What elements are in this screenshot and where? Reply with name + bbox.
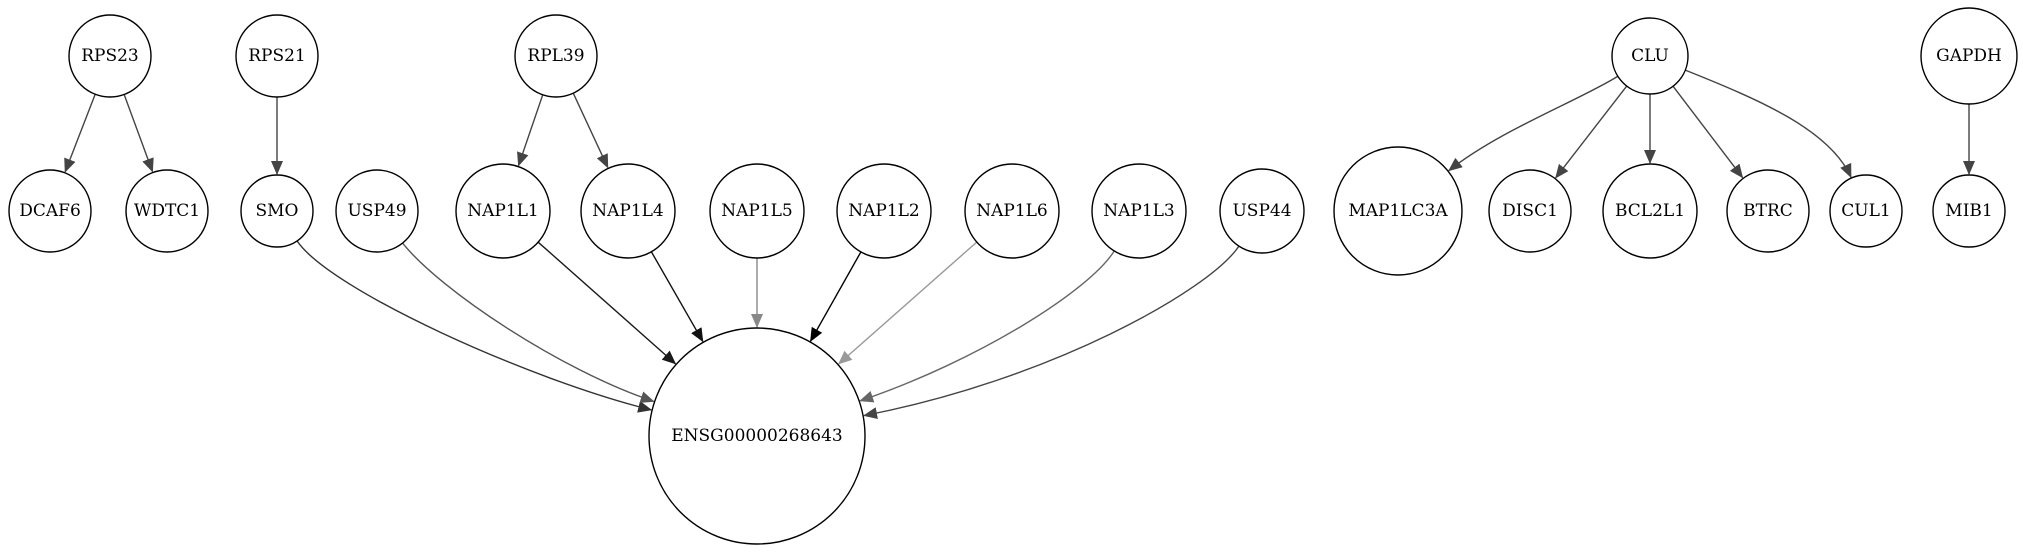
node-label: NAP1L6 bbox=[976, 201, 1048, 221]
edges-layer bbox=[64, 69, 1975, 419]
edge-clu-to-btrc bbox=[1672, 85, 1744, 179]
node-circle bbox=[1602, 163, 1698, 259]
node-nap1l3[interactable]: NAP1L3 bbox=[1091, 163, 1187, 259]
node-rps21[interactable]: RPS21 bbox=[235, 14, 319, 98]
node-dcaf6[interactable]: DCAF6 bbox=[8, 169, 92, 253]
node-circle bbox=[1488, 169, 1572, 253]
node-circle bbox=[1920, 7, 2018, 105]
node-label: USP49 bbox=[347, 201, 406, 221]
node-label: BTRC bbox=[1743, 201, 1793, 221]
node-label: RPL39 bbox=[527, 46, 584, 66]
node-smo[interactable]: SMO bbox=[240, 174, 314, 248]
edge-usp49-to-ensg00000268643 bbox=[402, 242, 655, 403]
edge-nap1l3-to-ensg00000268643 bbox=[859, 250, 1115, 403]
edge-clu-to-cul1 bbox=[1685, 69, 1852, 179]
node-label: WDTC1 bbox=[134, 201, 200, 221]
node-circle bbox=[1726, 169, 1810, 253]
node-label: MIB1 bbox=[1945, 201, 1992, 221]
edge-nap1l6-to-ensg00000268643 bbox=[837, 241, 978, 365]
node-label: ENSG00000268643 bbox=[671, 426, 843, 446]
node-circle bbox=[836, 163, 932, 259]
edge-nap1l4-to-ensg00000268643 bbox=[650, 251, 704, 343]
node-label: NAP1L2 bbox=[848, 201, 920, 221]
node-circle bbox=[1932, 174, 2006, 248]
node-map1lc3a[interactable]: MAP1LC3A bbox=[1333, 146, 1463, 276]
node-circle bbox=[648, 327, 866, 545]
edge-clu-to-disc1 bbox=[1555, 85, 1628, 179]
node-circle bbox=[1091, 163, 1187, 259]
node-label: NAP1L3 bbox=[1103, 201, 1175, 221]
node-label: BCL2L1 bbox=[1615, 201, 1685, 221]
node-circle bbox=[235, 14, 319, 98]
node-rps23[interactable]: RPS23 bbox=[68, 14, 152, 98]
node-circle bbox=[1333, 146, 1463, 276]
node-disc1[interactable]: DISC1 bbox=[1488, 169, 1572, 253]
node-circle bbox=[68, 14, 152, 98]
node-label: NAP1L1 bbox=[467, 201, 539, 221]
node-circle bbox=[125, 169, 209, 253]
node-circle bbox=[709, 163, 805, 259]
edge-clu-to-map1lc3a bbox=[1448, 75, 1619, 172]
node-circle bbox=[8, 169, 92, 253]
node-circle bbox=[455, 163, 551, 259]
node-usp44[interactable]: USP44 bbox=[1219, 168, 1305, 254]
edge-rpl39-to-nap1l1 bbox=[517, 94, 544, 167]
node-clu[interactable]: CLU bbox=[1611, 17, 1689, 95]
node-circle bbox=[964, 163, 1060, 259]
node-label: USP44 bbox=[1232, 201, 1291, 221]
node-nap1l1[interactable]: NAP1L1 bbox=[455, 163, 551, 259]
edge-rps23-to-wdtc1 bbox=[123, 94, 154, 173]
node-nap1l2[interactable]: NAP1L2 bbox=[836, 163, 932, 259]
node-label: CLU bbox=[1631, 46, 1669, 66]
node-nap1l6[interactable]: NAP1L6 bbox=[964, 163, 1060, 259]
node-circle bbox=[514, 14, 598, 98]
edge-smo-to-ensg00000268643 bbox=[296, 240, 653, 413]
edge-nap1l2-to-ensg00000268643 bbox=[809, 251, 862, 342]
node-label: SMO bbox=[256, 201, 299, 221]
node-circle bbox=[1219, 168, 1305, 254]
node-label: CUL1 bbox=[1841, 201, 1890, 221]
edge-nap1l1-to-ensg00000268643 bbox=[537, 241, 677, 365]
node-btrc[interactable]: BTRC bbox=[1726, 169, 1810, 253]
node-wdtc1[interactable]: WDTC1 bbox=[125, 169, 209, 253]
node-gapdh[interactable]: GAPDH bbox=[1920, 7, 2018, 105]
node-rpl39[interactable]: RPL39 bbox=[514, 14, 598, 98]
node-label: DCAF6 bbox=[19, 201, 81, 221]
node-label: RPS23 bbox=[81, 46, 139, 66]
node-usp49[interactable]: USP49 bbox=[335, 169, 419, 253]
node-bcl2l1[interactable]: BCL2L1 bbox=[1602, 163, 1698, 259]
edge-rps23-to-dcaf6 bbox=[64, 93, 96, 173]
node-cul1[interactable]: CUL1 bbox=[1829, 174, 1903, 248]
node-label: GAPDH bbox=[1936, 46, 2002, 66]
node-label: DISC1 bbox=[1502, 201, 1558, 221]
node-ensg00000268643[interactable]: ENSG00000268643 bbox=[648, 327, 866, 545]
node-circle bbox=[1829, 174, 1903, 248]
node-nap1l5[interactable]: NAP1L5 bbox=[709, 163, 805, 259]
node-circle bbox=[1611, 17, 1689, 95]
node-mib1[interactable]: MIB1 bbox=[1932, 174, 2006, 248]
node-circle bbox=[580, 163, 676, 259]
node-circle bbox=[240, 174, 314, 248]
node-label: MAP1LC3A bbox=[1348, 201, 1448, 221]
edge-rpl39-to-nap1l4 bbox=[572, 92, 609, 169]
node-label: NAP1L4 bbox=[592, 201, 664, 221]
edge-usp44-to-ensg00000268643 bbox=[863, 245, 1240, 419]
node-circle bbox=[335, 169, 419, 253]
node-label: NAP1L5 bbox=[721, 201, 793, 221]
node-label: RPS21 bbox=[248, 46, 306, 66]
node-nap1l4[interactable]: NAP1L4 bbox=[580, 163, 676, 259]
